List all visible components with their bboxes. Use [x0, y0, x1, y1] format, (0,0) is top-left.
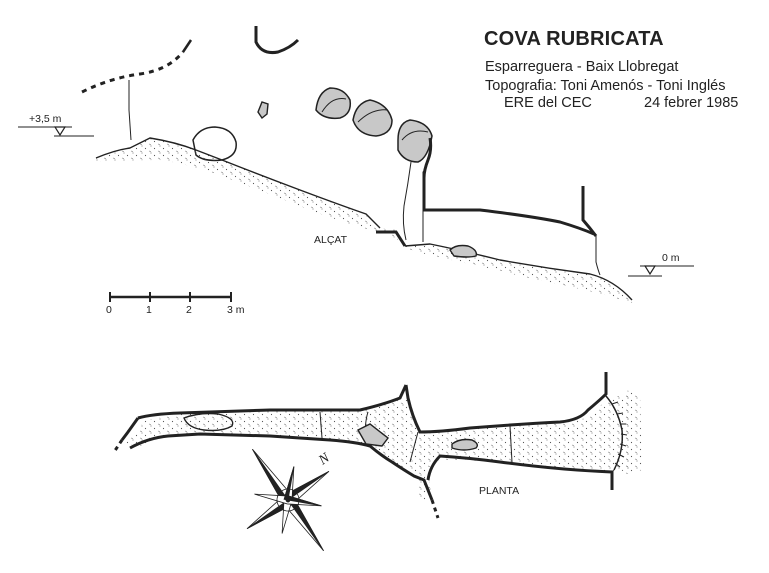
upper-datum-marker: [18, 126, 94, 137]
survey-location: Esparreguera - Baix Llobregat: [485, 59, 679, 75]
scale-tick-2: 2: [186, 304, 192, 316]
roof-dashed-center: [254, 26, 300, 54]
plan-west-wall: [120, 417, 140, 441]
roof-dashed-left: [81, 39, 193, 94]
plan-label: PLANTA: [479, 485, 520, 497]
roof-drip-line: [128, 80, 132, 141]
scale-tick-3: 3 m: [227, 304, 245, 316]
far-wall-heavy: [581, 186, 598, 237]
elevation-view: [18, 26, 694, 304]
scale-tick-0: 0: [106, 304, 112, 316]
ceiling-blocks: [315, 87, 433, 163]
lower-datum-marker: [628, 265, 694, 277]
survey-date: 24 febrer 1985: [644, 95, 739, 111]
plan-block-3: [451, 438, 479, 451]
plan-west-dashed: [112, 439, 124, 453]
plan-block-1: [183, 412, 234, 432]
survey-credit: Topografia: Toni Amenós - Toni Inglés: [485, 78, 726, 94]
upper-datum-label: +3,5 m: [29, 113, 62, 125]
floor-rock: [449, 244, 478, 258]
plan-east-zone: [626, 390, 642, 474]
scale-bar: [109, 292, 232, 302]
plan-east-hachures: [611, 401, 628, 468]
far-wall-drip: [595, 236, 601, 276]
plan-north-wall: [137, 372, 608, 434]
survey-title: COVA RUBRICATA: [484, 28, 664, 50]
plan-east-wall: [605, 395, 624, 471]
elevation-label: ALÇAT: [314, 234, 348, 246]
lower-datum-label: 0 m: [662, 252, 680, 264]
plan-south-dashed: [430, 499, 440, 519]
plan-view: [112, 372, 642, 519]
compass-rose-icon: [246, 448, 330, 552]
survey-club: ERE del CEC: [504, 95, 592, 111]
plan-block-2: [357, 423, 389, 447]
small-roof-rock: [257, 101, 269, 120]
floor-step-heavy: [376, 230, 407, 247]
floor-profile: [96, 138, 638, 304]
plan-south-wall-east: [426, 454, 614, 490]
scale-tick-1: 1: [146, 304, 152, 316]
plan-south-wall: [129, 432, 434, 501]
floor-line: [95, 137, 381, 229]
shaft-line: [402, 161, 412, 241]
roof-wall-heavy: [422, 137, 595, 236]
